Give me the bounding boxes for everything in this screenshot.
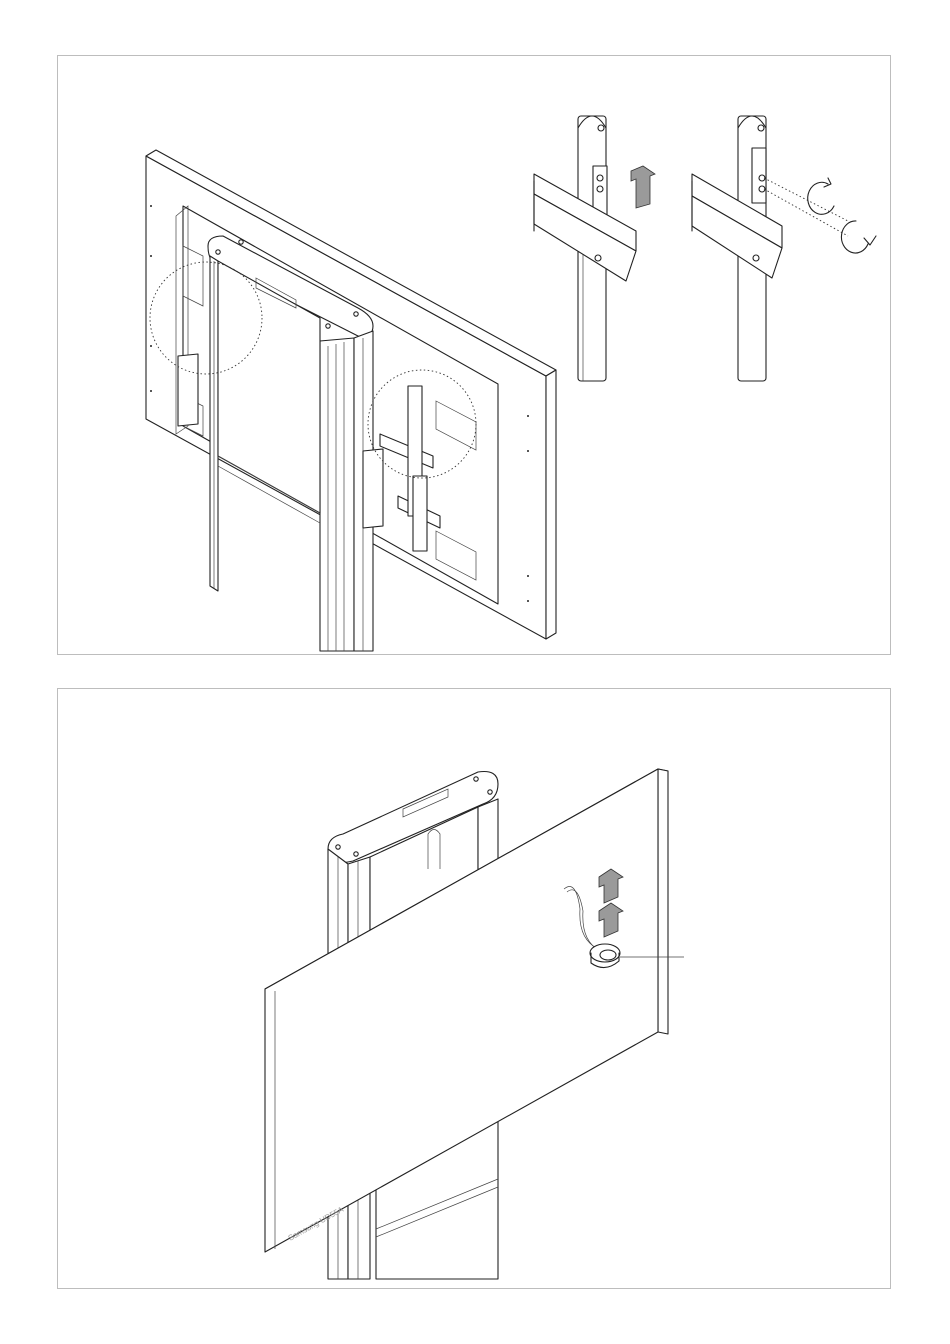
assembly-step-panel-bottom: Samsung UD55A	[57, 688, 891, 1289]
bottom-illustration: Samsung UD55A	[58, 689, 892, 1290]
lift-arrow-icon	[631, 166, 655, 208]
assembly-step-panel-top	[57, 55, 891, 655]
rotate-screw-icon	[808, 178, 876, 253]
top-illustration	[58, 56, 892, 656]
clip-detail-right	[692, 116, 876, 381]
clip-detail-left	[534, 116, 655, 381]
